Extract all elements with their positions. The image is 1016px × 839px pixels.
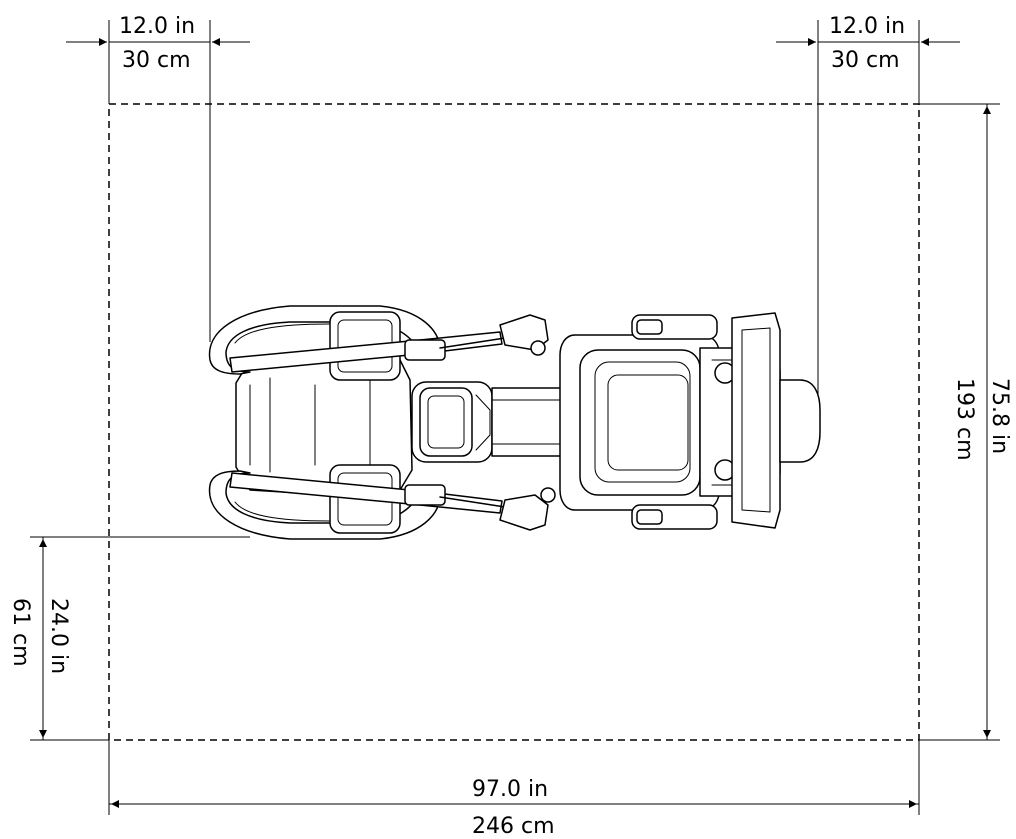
right-clearance-imperial: 12.0 in [829, 14, 905, 39]
left-clearance-imperial: 12.0 in [119, 14, 195, 39]
left-clearance-metric: 30 cm [122, 48, 191, 73]
machine-top-view [208, 305, 821, 540]
height-imperial: 75.8 in [987, 378, 1012, 454]
right-clearance-metric: 30 cm [831, 48, 900, 73]
bottom-clearance-metric: 61 cm [8, 598, 33, 667]
clearance-boundary [108, 103, 920, 741]
left-clearance-dimension: 12.0 in 30 cm [66, 14, 250, 342]
width-imperial: 97.0 in [472, 777, 548, 802]
height-dimension: 75.8 in 193 cm [919, 103, 1012, 741]
height-metric: 193 cm [952, 378, 977, 461]
width-metric: 246 cm [472, 814, 555, 839]
bottom-clearance-imperial: 24.0 in [46, 598, 71, 674]
right-clearance-dimension: 12.0 in 30 cm [776, 14, 960, 400]
bottom-clearance-dimension: 24.0 in 61 cm [8, 536, 250, 741]
width-dimension: 97.0 in 246 cm [108, 740, 920, 839]
